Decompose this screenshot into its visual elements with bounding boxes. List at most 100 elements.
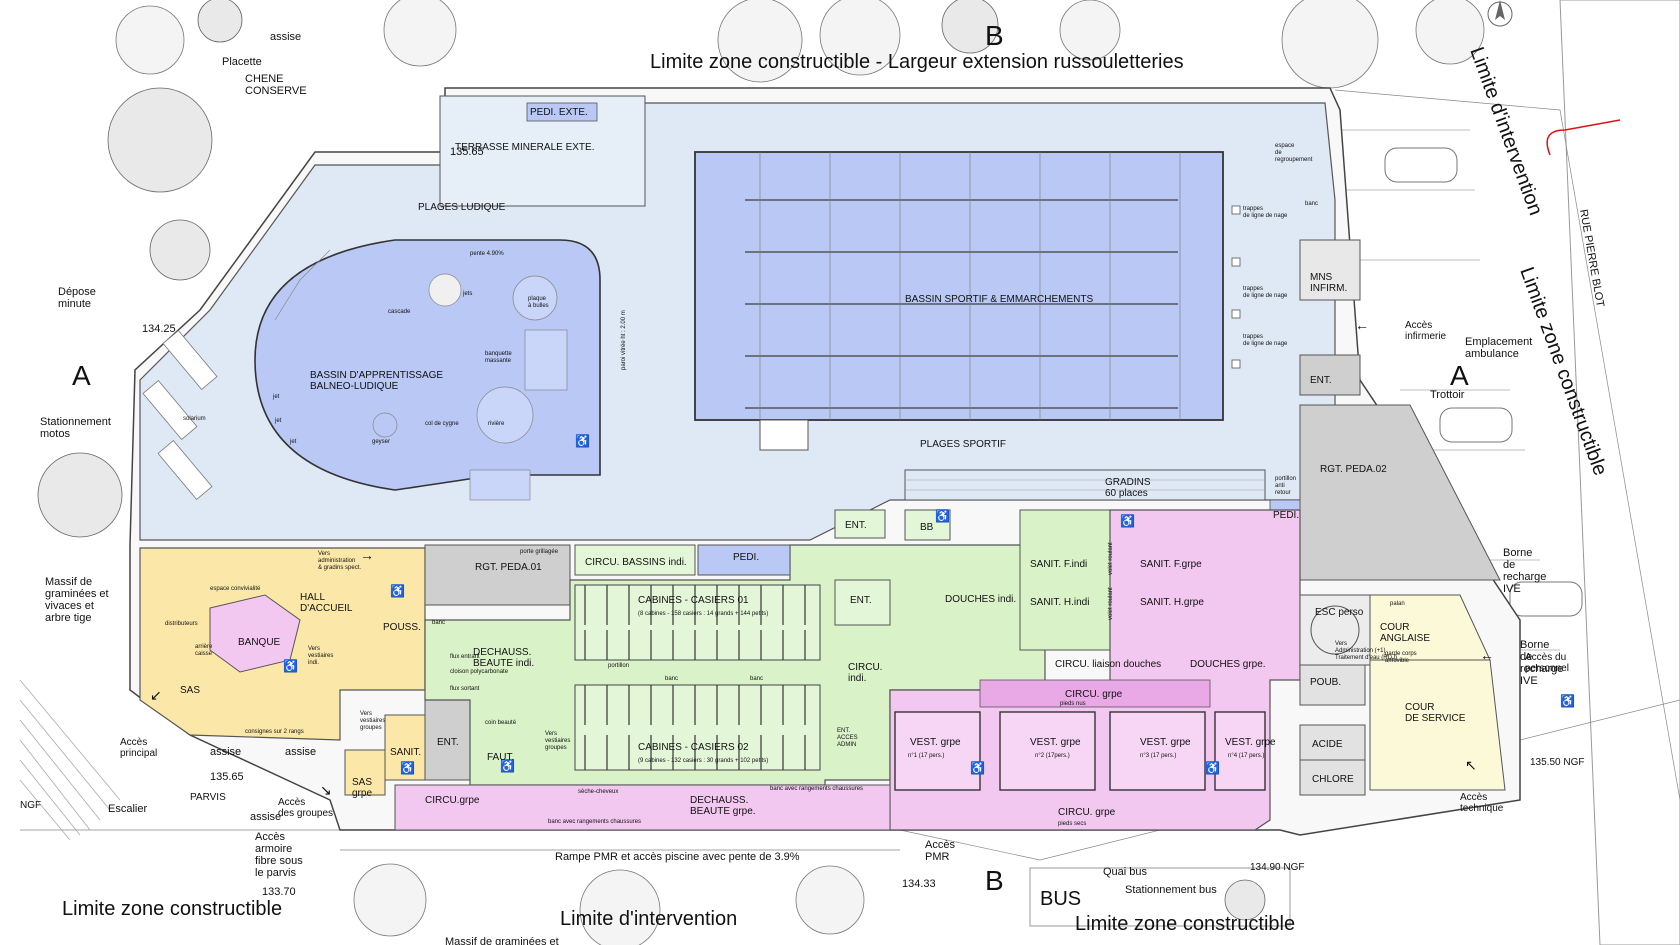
l1-label: 135.65 [450,146,484,158]
vest4-sub-label: n°4 (17 pers.) [1228,753,1264,759]
seche-cheveux-label: sèche-cheveux [578,789,618,795]
rgt-peda01-room [424,544,571,606]
l2-label: 134.25 [142,323,176,335]
quai-bus-label: Quai bus [1103,866,1148,878]
svg-text:♿: ♿ [1120,514,1135,528]
trottoir-label: Trottoir [1430,389,1465,401]
solarium-loungers [142,330,218,500]
banc2-label: banc [665,676,678,682]
cabines01-sub-label: (8 cabines - 158 casiers : 14 grands + 1… [638,611,768,617]
circu-indi-label: CIRCU.indi. [848,662,882,684]
swim-lanes [745,152,1181,420]
col-cygne-label: col de cygne [425,421,459,427]
banque-label: BANQUE [238,637,281,648]
palan-label: palan [1390,601,1405,607]
wheelchair-icon: ♿♿ ♿♿ ♿♿ ♿♿ ♿♿ [283,434,1575,775]
vest1-sub-label: n°1 (17 pers.) [908,753,944,759]
svg-text:←: ← [1355,317,1369,333]
pente-label: pente 4.90% [470,251,504,257]
dechauss-grpe-label: DECHAUSS.BEAUTE grpe. [690,795,756,817]
circu-grpe-bottom-label: CIRCU. grpe [1058,807,1116,818]
spiral-stair-icon [1310,605,1360,655]
vest4-label: VEST. grpe [1225,737,1276,748]
pedi-right-label: PEDI. [1273,510,1299,521]
portillon-label: portillon [608,663,629,669]
assise1-label: assise [210,746,241,758]
solarium-label: solarium [183,416,206,422]
poub-label: POUB. [1310,677,1341,688]
b-top-label: B [985,20,1004,51]
sas-grpe-zone [344,749,386,796]
sanit-indi-block [1019,509,1111,651]
sanit-f-grpe-label: SANIT. F.grpe [1140,559,1202,570]
cabines-casiers-grid [574,584,821,771]
cabines01-label: CABINES - CASIERS 01 [638,595,749,606]
svg-text:♿: ♿ [400,761,415,775]
trappes-ligne-nage [1231,205,1241,369]
chlore-room [1299,759,1366,796]
banc3-label: banc [750,676,763,682]
circu-grpe-left-label: CIRCU.grpe [425,795,480,806]
cour-service-zone [1369,659,1506,791]
limite-bottom-right-label: Limite zone constructible [1075,913,1295,935]
banque-desk [209,594,301,673]
flux-sortant-label: flux sortant [450,686,480,692]
vest1-label: VEST. grpe [910,737,961,748]
gradins [904,469,1266,501]
bb-label: BB [920,522,934,533]
ent-right-room [1299,354,1361,396]
pedi-exte-zone [526,102,598,122]
svg-text:♿: ♿ [1205,761,1220,775]
bassin-sportif-label: BASSIN SPORTIF & EMMARCHEMENTS [905,294,1094,305]
svg-text:←: ← [1480,647,1494,663]
rampe-label: Rampe PMR et accès piscine avec pente de… [555,851,800,863]
ent-mid-room [834,579,891,626]
cabines02-label: CABINES - CASIERS 02 [638,742,749,753]
sanit-label: SANIT. [390,747,421,758]
parvis-label: PARVIS [190,792,226,803]
north-arrow-icon [1487,0,1513,27]
douches-indi-label: DOUCHES indi. [945,594,1016,605]
faut-label: FAUT. [487,752,514,763]
pieds-secs-label: pieds secs [1058,821,1086,827]
svg-text:↖: ↖ [1465,757,1477,773]
limite-top-label: Limite zone constructible - Largeur exte… [650,51,1184,73]
banc-rangements-label: banc avec rangements chaussures [770,786,863,792]
coin-beaute-label: coin beauté [485,720,517,726]
pool-steps [759,419,809,451]
circu-bassins [574,544,696,576]
consignes-label: consignes sur 2 rangs [245,729,304,735]
assise3-label: assise [250,811,281,823]
cloison-label: cloison polycarbonate [450,669,509,675]
jets-label: jets [462,291,472,297]
douches-grpe-label: DOUCHES grpe. [1190,659,1266,670]
pedi-exte-label: PEDI. EXTE. [530,107,588,118]
vest2-label: VEST. grpe [1030,737,1081,748]
vest3-sub-label: n°3 (17 pers.) [1140,753,1176,759]
svg-text:↙: ↙ [150,687,162,703]
placette-label: Placette [222,56,262,68]
riviere-label: rivière [488,421,505,427]
bassin-sportif [694,151,1224,421]
